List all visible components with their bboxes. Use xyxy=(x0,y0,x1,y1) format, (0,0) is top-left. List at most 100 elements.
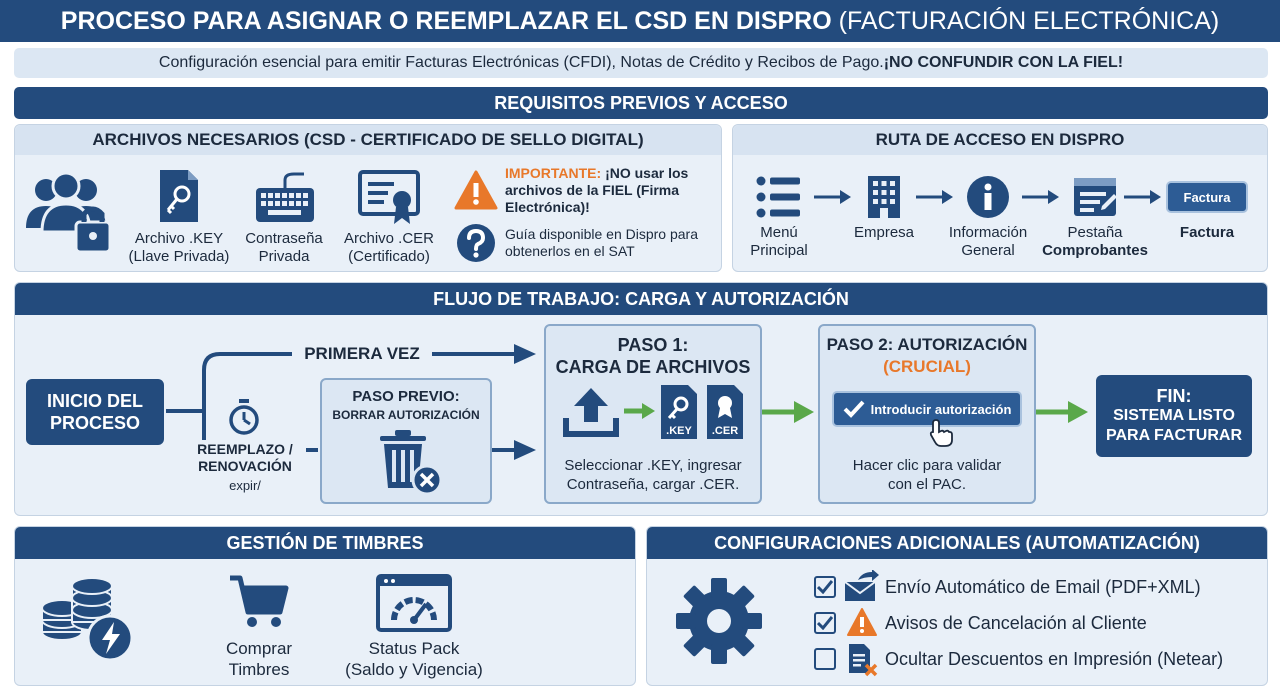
comprobantes-label: Comprobantes xyxy=(1042,242,1148,259)
password-label: Contraseña Privada xyxy=(234,230,334,266)
checkmark-icon xyxy=(817,616,833,630)
flujo-connectors xyxy=(14,282,1268,516)
title-bar: PROCESO PARA ASIGNAR O REEMPLAZAR EL CSD… xyxy=(0,0,1280,42)
tab-document-icon xyxy=(1072,174,1118,220)
paso2-title: PASO 2: AUTORIZACIÓN (CRUCIAL) xyxy=(820,334,1034,378)
ruta-arrow-4 xyxy=(1124,188,1162,206)
important-label: IMPORTANTE: xyxy=(505,165,602,181)
paso1-desc: Seleccionar .KEY, ingresar Contraseña, c… xyxy=(546,456,760,494)
requisitos-header-text: REQUISITOS PREVIOS Y ACCESO xyxy=(494,92,788,113)
primera-vez-text: PRIMERA VEZ xyxy=(304,344,420,363)
cer-tag: .CER xyxy=(706,425,744,437)
users-lock-icon xyxy=(24,170,116,256)
email-forward-icon xyxy=(844,570,880,602)
reemplazo-line2: RENOVACIÓN xyxy=(198,458,292,474)
empresa-label: Empresa xyxy=(844,224,924,242)
key-label-line1: Archivo .KEY xyxy=(134,230,224,247)
keyboard-icon xyxy=(254,172,316,224)
config-panel: CONFIGURACIONES ADICIONALES (AUTOMATIZAC… xyxy=(646,526,1268,686)
factura-label-text: Factura xyxy=(1179,224,1235,241)
config-label-email-text: Envío Automático de Email (PDF+XML) xyxy=(885,577,1201,597)
paso-previo-title: PASO PREVIO: BORRAR AUTORIZACIÓN xyxy=(322,388,490,424)
menu-label-line1: Menú xyxy=(760,224,798,241)
config-checkbox-discount[interactable] xyxy=(814,648,836,670)
info-icon xyxy=(966,175,1010,219)
menu-list-icon xyxy=(756,176,802,218)
fin-line3: PARA FACTURAR xyxy=(1106,427,1242,444)
paso1-desc-line1: Seleccionar .KEY, ingresar xyxy=(564,457,742,474)
warning-icon xyxy=(454,170,498,210)
upload-arrow xyxy=(624,402,656,420)
timbres-header-text: GESTIÓN DE TIMBRES xyxy=(226,532,424,553)
flujo-header: FLUJO DE TRABAJO: CARGA Y AUTORIZACIÓN xyxy=(15,283,1267,315)
cursor-hand-icon xyxy=(928,418,954,448)
reemplazo-label: REEMPLAZO / RENOVACIÓN xyxy=(186,441,304,475)
pwd-label-line1: Contraseña xyxy=(245,230,323,247)
config-header: CONFIGURACIONES ADICIONALES (AUTOMATIZAC… xyxy=(647,527,1267,559)
config-header-text: CONFIGURACIONES ADICIONALES (AUTOMATIZAC… xyxy=(714,532,1200,553)
paso2-title-line1: PASO 2: AUTORIZACIÓN xyxy=(826,335,1028,354)
status-line1: Status Pack xyxy=(368,639,460,658)
requisitos-header: REQUISITOS PREVIOS Y ACCESO xyxy=(14,87,1268,119)
factura-label: Factura xyxy=(1166,224,1248,242)
timbres-header: GESTIÓN DE TIMBRES xyxy=(15,527,635,559)
factura-button[interactable]: Factura xyxy=(1166,181,1248,213)
important-text: ¡NO usar los archivos de la FIEL (Firma … xyxy=(505,165,689,215)
ruta-arrow-1 xyxy=(814,188,852,206)
inicio-line2: PROCESO xyxy=(49,413,141,433)
paso1-title: PASO 1: CARGA DE ARCHIVOS xyxy=(546,334,760,378)
config-label-discount-text: Ocultar Descuentos en Impresión (Netear) xyxy=(885,649,1224,669)
config-label-email: Envío Automático de Email (PDF+XML) xyxy=(885,577,1201,598)
key-tag: .KEY xyxy=(660,425,698,437)
upload-icon xyxy=(562,384,620,440)
fin-line1: FIN: xyxy=(1156,386,1192,406)
config-label-discount: Ocultar Descuentos en Impresión (Netear) xyxy=(885,649,1223,670)
page-title: PROCESO PARA ASIGNAR O REEMPLAZAR EL CSD… xyxy=(60,6,832,35)
cer-tag-text: .CER xyxy=(711,425,739,437)
paso2-desc-line1: Hacer clic para validar xyxy=(852,457,1002,474)
comprar-line2: Timbres xyxy=(228,660,290,679)
check-icon xyxy=(843,400,865,418)
trash-delete-icon xyxy=(376,428,444,496)
important-note: IMPORTANTE: ¡NO usar los archivos de la … xyxy=(505,165,715,216)
fin-node: FIN: SISTEMA LISTO PARA FACTURAR xyxy=(1096,375,1252,457)
menu-label-line2: Principal xyxy=(750,242,808,259)
config-checkbox-email[interactable] xyxy=(814,576,836,598)
config-checkbox-cancel[interactable] xyxy=(814,612,836,634)
paso-previo-line2: BORRAR AUTORIZACIÓN xyxy=(332,408,480,422)
cer-file-label: Archivo .CER (Certificado) xyxy=(334,230,444,266)
factura-button-label: Factura xyxy=(1183,189,1231,205)
inicio-line1: INICIO DEL xyxy=(46,391,143,411)
document-x-icon xyxy=(848,643,878,677)
key-label-line2: (Llave Privada) xyxy=(128,248,230,265)
paso2-crucial: (CRUCIAL) xyxy=(883,357,971,376)
key-upload-icon xyxy=(660,384,698,440)
paso1-desc-line2: Contraseña, cargar .CER. xyxy=(566,476,740,493)
expir-text: expir/ xyxy=(229,478,261,493)
cer-label-line2: (Certificado) xyxy=(348,248,430,265)
authorize-button[interactable]: Introducir autorización xyxy=(832,391,1022,427)
status-gauge-icon xyxy=(376,574,452,632)
cart-icon xyxy=(228,574,290,630)
archivos-header: ARCHIVOS NECESARIOS (CSD - CERTIFICADO D… xyxy=(15,125,721,155)
menu-label: Menú Principal xyxy=(739,224,819,260)
ruta-arrow-2 xyxy=(916,188,954,206)
info-label: Información General xyxy=(938,224,1038,260)
empresa-label-text: Empresa xyxy=(853,224,915,241)
expir-label: expir/ xyxy=(206,478,284,493)
flujo-header-text: FLUJO DE TRABAJO: CARGA Y AUTORIZACIÓN xyxy=(433,288,849,309)
checkmark-icon xyxy=(817,580,833,594)
ruta-header: RUTA DE ACCESO EN DISPRO xyxy=(733,125,1267,155)
fin-line2: SISTEMA LISTO xyxy=(1113,407,1235,424)
key-file-label: Archivo .KEY (Llave Privada) xyxy=(124,230,234,266)
cer-upload-icon xyxy=(706,384,744,440)
paso-previo-line1: PASO PREVIO: xyxy=(352,388,460,405)
info-label-line1: Información xyxy=(948,224,1028,241)
archivos-header-text: ARCHIVOS NECESARIOS (CSD - CERTIFICADO D… xyxy=(92,130,644,149)
pwd-label-line2: Privada xyxy=(258,248,310,265)
reemplazo-line1: REEMPLAZO / xyxy=(197,441,293,457)
paso1-title-line1: PASO 1: xyxy=(617,335,689,355)
ruta-header-text: RUTA DE ACCESO EN DISPRO xyxy=(875,130,1125,149)
pestana-label: Pestaña Comprobantes xyxy=(1035,224,1155,260)
guide-text: Guía disponible en Dispro para obtenerlo… xyxy=(505,226,699,259)
